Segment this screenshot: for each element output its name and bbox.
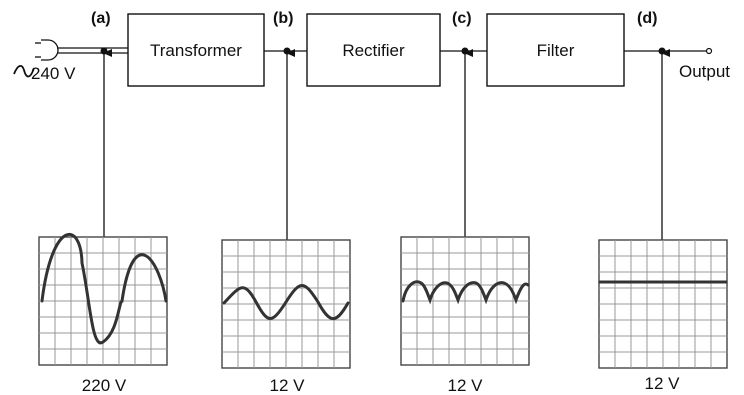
filter-block xyxy=(486,13,625,87)
scope-screen-a xyxy=(38,233,168,366)
scope-screen-c xyxy=(400,236,530,366)
output-terminal xyxy=(705,47,713,55)
scope-c-caption: 12 V xyxy=(448,376,484,395)
transformer-block xyxy=(127,13,265,87)
scope-d-caption: 12 V xyxy=(645,374,681,393)
rectifier-block xyxy=(306,13,441,87)
output-label: Output xyxy=(679,62,730,81)
input-voltage-label: 240 V xyxy=(31,64,76,83)
scope-screen-d xyxy=(598,239,728,369)
waveform-b-sine xyxy=(222,284,350,321)
rectifier-label: Rectifier xyxy=(342,41,405,60)
ac-source-icon xyxy=(13,65,35,78)
ac-plug-icon xyxy=(35,39,128,61)
test-point-a-tag: (a) xyxy=(91,10,111,27)
filter-label: Filter xyxy=(537,41,575,60)
scope-screen-b xyxy=(221,239,351,369)
test-point-c-tag: (c) xyxy=(452,10,472,27)
scope-a-caption: 220 V xyxy=(82,376,127,395)
scope-b-caption: 12 V xyxy=(270,376,306,395)
waveform-a-sine xyxy=(40,233,168,345)
test-point-d-tag: (d) xyxy=(637,10,657,27)
test-point-b-tag: (b) xyxy=(273,10,293,27)
waveform-c-rectified xyxy=(401,280,530,305)
transformer-label: Transformer xyxy=(150,41,242,60)
